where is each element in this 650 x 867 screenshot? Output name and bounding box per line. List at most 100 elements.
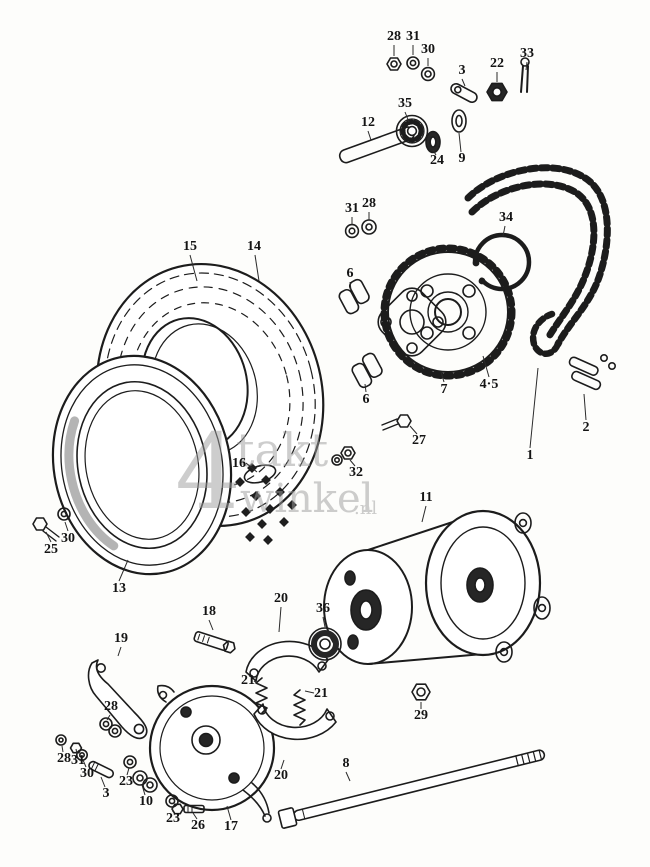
callout-leader-line — [192, 812, 198, 820]
drive-chain — [464, 164, 611, 357]
watermark-mid: takt — [236, 423, 329, 477]
bearing-icon — [395, 114, 429, 148]
rear-sprocket — [380, 244, 516, 380]
callout-leader-line — [367, 130, 372, 141]
damper-rubbers — [338, 278, 383, 389]
top-fastener-set — [386, 56, 530, 104]
callout-leader-line — [349, 459, 356, 467]
callout-leader-line — [482, 355, 490, 378]
part-number-label: 21 — [314, 686, 328, 701]
shoe-spring — [293, 689, 306, 726]
callout-leader-line — [304, 690, 315, 694]
part-number-label: 14 — [247, 239, 261, 254]
part-number-label: 26 — [191, 818, 205, 833]
callout-leader-line — [440, 371, 445, 383]
watermark: 4 takt winkel .nl — [175, 411, 377, 533]
hub — [323, 509, 551, 665]
part-number-label: 10 — [139, 794, 153, 809]
callout-leader-line — [208, 619, 214, 631]
part-number-label: 30 — [421, 42, 435, 57]
callout-leader-line — [141, 784, 146, 796]
wheel-bearing — [308, 627, 342, 661]
left-bolt-washer — [32, 507, 71, 542]
brake-cam — [193, 631, 236, 654]
callout-leader-line — [118, 559, 129, 582]
part-number-label: 28 — [387, 29, 401, 44]
part-number-label: 28 — [104, 699, 118, 714]
part-number-label: 35 — [398, 96, 412, 111]
part-number-label: 19 — [114, 631, 128, 646]
callout-leader-line — [189, 254, 198, 282]
callout-leader-line — [432, 149, 437, 156]
brake-shoes — [245, 640, 337, 741]
watermark-low: winkel — [240, 476, 374, 522]
part-number-label: 34 — [499, 210, 513, 225]
callout-leader-line — [529, 367, 539, 449]
callout-leader-line — [461, 78, 466, 87]
part-number-label: 27 — [412, 433, 426, 448]
brake-panel — [148, 684, 276, 823]
callout-leader-line — [126, 767, 130, 776]
callout-leader-line — [106, 714, 111, 721]
axle-sleeve-set — [338, 109, 467, 164]
callout-leader-line — [117, 646, 122, 657]
part-number-label: 8 — [343, 756, 350, 771]
part-number-label: 30 — [61, 531, 75, 546]
watermark-big: 4 — [175, 411, 241, 533]
part-number-label: 23 — [119, 774, 133, 789]
watermark-suffix: .nl — [354, 498, 377, 519]
callout-leader-line — [502, 225, 506, 237]
part-number-label: 1 — [527, 448, 534, 463]
part-number-label: 20 — [274, 591, 288, 606]
part-number-label: 4·5 — [480, 377, 499, 392]
part-number-label: 20 — [274, 768, 288, 783]
callout-leader-line — [280, 759, 285, 770]
part-number-label: 25 — [44, 542, 58, 557]
part-number-label: 6 — [347, 266, 354, 281]
callout-leader-line — [82, 759, 87, 768]
axle-nut — [411, 683, 431, 701]
part-number-label: 24 — [430, 153, 444, 168]
callout-leader-line — [226, 805, 232, 821]
callout-leader-line — [583, 393, 587, 421]
callout-leader-line — [100, 776, 106, 788]
rim-band — [243, 464, 277, 484]
part-number-label: 6 — [363, 392, 370, 407]
part-number-label: 33 — [520, 46, 534, 61]
callout-leader-line — [45, 531, 52, 543]
callout-leader-line — [278, 606, 282, 633]
part-number-label: 21 — [241, 673, 255, 688]
callout-leader-line — [253, 680, 261, 686]
part-number-label: 15 — [183, 239, 197, 254]
rim — [51, 354, 233, 576]
callout-leader-line — [458, 132, 462, 153]
callout-leader-line — [409, 425, 418, 435]
part-number-label: 32 — [349, 465, 363, 480]
part-number-label: 30 — [80, 766, 94, 781]
callout-leader-line — [75, 748, 78, 755]
part-number-label: 28 — [362, 196, 376, 211]
callout-leader-line — [421, 505, 427, 523]
lower-left-fasteners — [55, 717, 205, 815]
set-ring — [472, 232, 532, 292]
chain-joint-link — [568, 353, 616, 391]
part-number-label: 31 — [406, 29, 420, 44]
part-number-label: 16 — [232, 456, 246, 471]
part-number-label: 3 — [459, 63, 466, 78]
part-number-label: 36 — [316, 601, 330, 616]
callout-leader-line — [345, 771, 351, 782]
part-number-label: 31 — [345, 201, 359, 216]
callout-leader-line — [364, 383, 367, 393]
part-number-label: 18 — [202, 604, 216, 619]
part-number-label: 13 — [112, 581, 126, 596]
mid-bolt-nut — [331, 414, 412, 466]
part-number-label: 23 — [166, 811, 180, 826]
callout-leader-line — [254, 254, 260, 282]
brake-arm — [87, 659, 148, 740]
callout-leader-line — [61, 745, 64, 753]
callout-leader-line — [322, 616, 326, 628]
part-number-label: 2 — [583, 420, 590, 435]
